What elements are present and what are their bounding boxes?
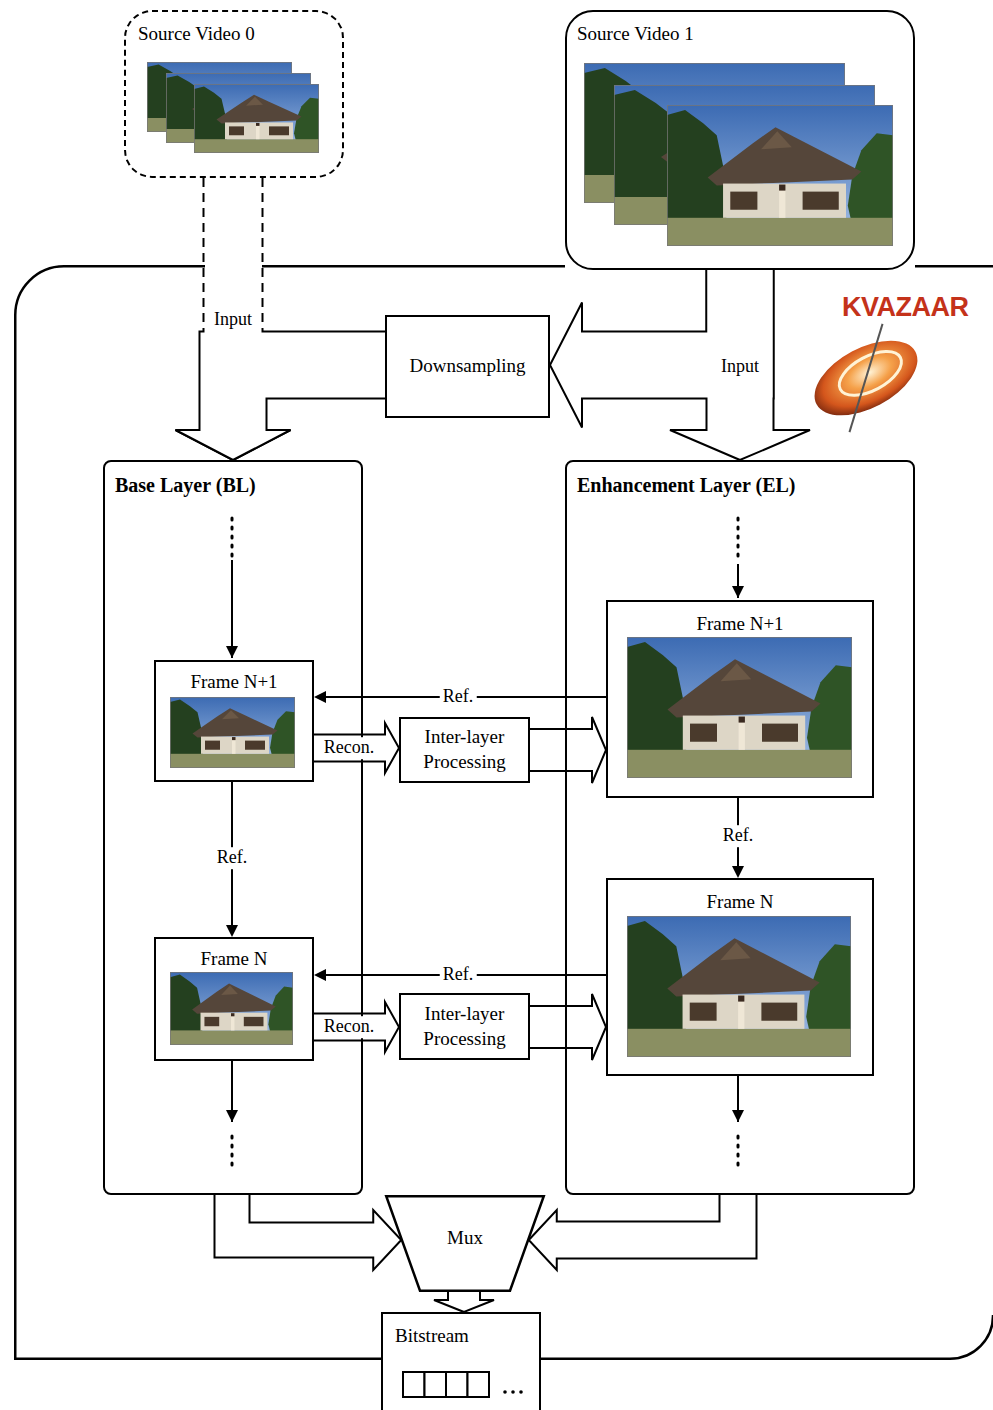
block-arrow-bodies [232,178,740,1302]
edge-label-holder: Ref. [440,686,477,708]
node-title: Bitstream [395,1324,469,1349]
ellipsis-dots [737,518,740,560]
block-arrow-body [708,270,773,432]
edge-label: Recon. [321,737,377,759]
edge-label-holder: Ref. [720,825,757,847]
frame-box: Frame N [154,937,314,1061]
reference-arrow-head [314,691,326,703]
bit-dot [519,1390,523,1394]
edge-label: Input [718,356,762,378]
continuation-arrows [232,518,738,1172]
encoder-region: KVAZAAR DownsamplingBase Layer (BL) Frame … [14,265,993,1360]
block-arrow-head [670,430,810,460]
frame-arrow [231,1059,233,1122]
frame-box: Frame N+1 [154,660,314,782]
logo-swirl-ring [832,342,908,404]
frame-box: Frame N [606,878,874,1076]
process-box: Inter-layer Processing [399,717,530,783]
block-arrow-body [314,736,387,761]
logo-text: KVAZAAR [842,290,969,325]
node-title: Base Layer (BL) [115,472,256,498]
edge-label: Recon. [321,1016,377,1038]
block-arrow-walls [232,178,740,1300]
mux-trapezoid: Mux [385,1195,545,1292]
edge-label: Ref. [720,825,757,847]
video-frame-photo [667,105,893,246]
node-title: Mux [447,1226,483,1251]
block-arrow-heads [176,303,811,1313]
edge-label: Ref. [214,847,251,869]
block-arrow-head [176,430,291,460]
edge-label-holder: Recon. [321,1016,377,1038]
reference-arrow-head [314,969,326,981]
block-arrow-body [233,365,385,432]
reference-arrow-head [732,866,744,878]
block-arrow-body [555,1195,738,1240]
ellipsis-dots [231,1136,234,1172]
edge-label-holder: Ref. [440,964,477,986]
reference-arrow-head [226,925,238,937]
block-arrow-body [530,730,594,770]
edge-label-holder: Input [718,356,762,378]
node-title: Source Video 1 [577,22,694,47]
frame-photo [627,637,852,778]
edge-label-holder: Ref. [214,847,251,869]
node-title: Frame N [706,890,773,915]
block-arrow-body [449,1292,479,1302]
block-arrow-head [176,430,291,460]
frame-photo [627,916,851,1057]
bitstream-cells [403,1372,523,1397]
ellipsis-dots [737,1136,740,1172]
bit-cell [468,1372,490,1397]
process-box: Inter-layer Processing [399,993,530,1060]
layer-box: Base Layer (BL) Frame N+1Frame N [103,460,363,1195]
frame-arrow [737,564,739,598]
edge-label-holder: Recon. [321,737,377,759]
frame-photo [170,697,295,768]
block-arrow-body [530,1007,594,1047]
bit-cell [403,1372,425,1397]
edge-label: Ref. [440,686,477,708]
bitstream-box: Bitstream [381,1312,541,1410]
source-video-box: Source Video 1 [565,10,915,270]
node-title: Frame N+1 [696,612,783,637]
kvazaar-logo-swirl [798,316,934,439]
block-arrow-head [385,1002,399,1052]
bit-dot [503,1390,507,1394]
node-title: Downsampling [409,354,525,379]
frame-box: Frame N+1 [606,600,874,798]
block-arrow-wall [314,734,385,763]
frame-arrow [737,1074,739,1122]
video-frame-photo [194,84,319,153]
bit-cell [425,1372,447,1397]
block-arrow-head [385,723,399,773]
block-arrow-body [232,1195,375,1240]
edge-label: Input [211,309,255,331]
encoder-outline [15,266,993,1359]
node-title: Source Video 0 [138,22,255,47]
frame-arrow [231,560,233,658]
mux-shape [386,1196,544,1291]
process-box: Downsampling [385,315,550,418]
edge-label: Ref. [440,964,477,986]
block-arrow-head [592,717,606,783]
block-arrow-body [314,1015,387,1040]
bit-cell [446,1372,468,1397]
block-arrow-head [550,303,582,428]
ellipsis-dots [231,518,234,556]
edge-label-holder: Input [211,309,255,331]
block-arrow-wall [314,1013,385,1042]
node-title: Frame N+1 [190,670,277,695]
logo-needle [812,324,920,432]
block-arrow-head [592,994,606,1060]
node-title: Enhancement Layer (EL) [577,472,796,498]
source-video-box: Source Video 0 [124,10,344,178]
node-title: Frame N [200,947,267,972]
bit-dot [511,1390,515,1394]
node-title: Inter-layer Processing [409,725,520,774]
frame-photo [170,972,293,1045]
node-title: Inter-layer Processing [409,1002,520,1051]
